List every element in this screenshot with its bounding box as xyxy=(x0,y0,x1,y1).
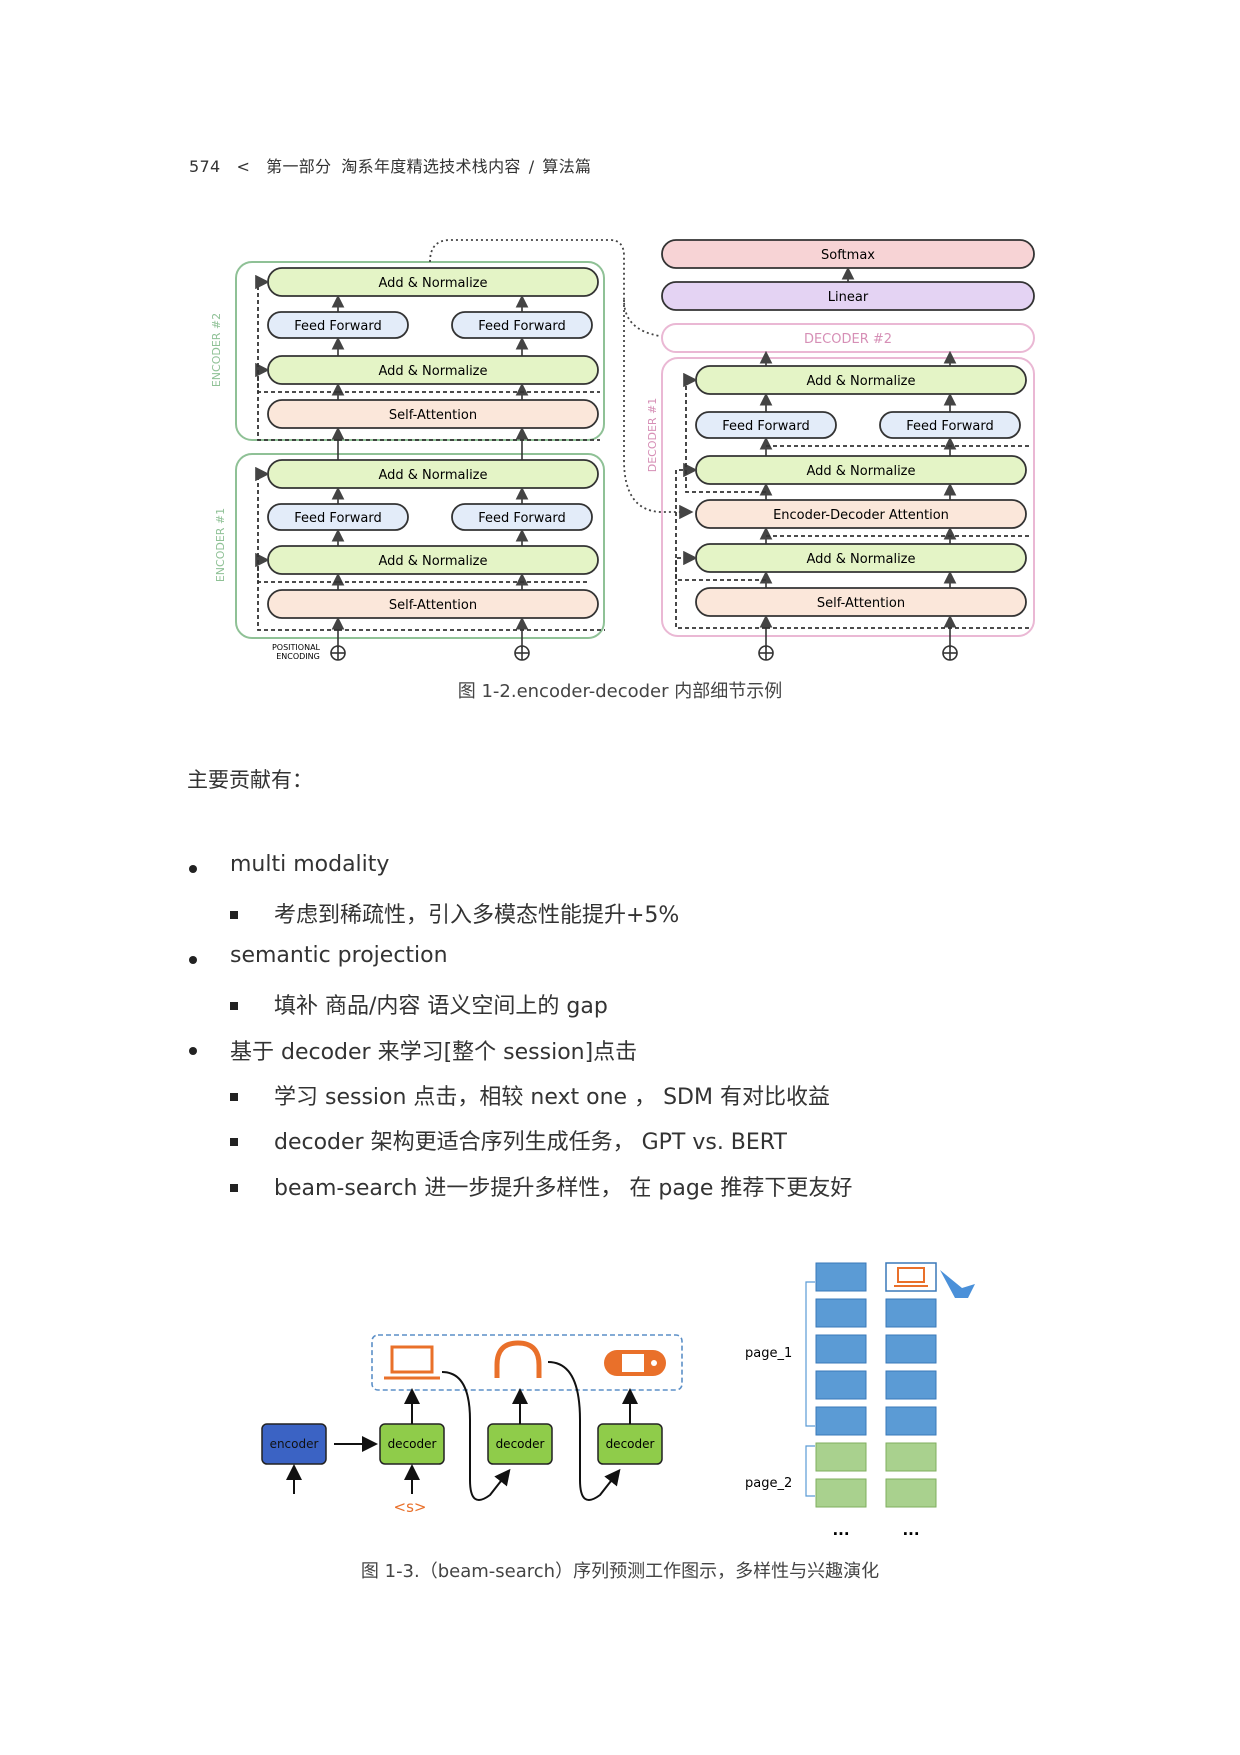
page2-label: page_2 xyxy=(745,1476,792,1491)
page-header: 574 < 第一部分淘系年度精选技术栈内容 / 算法篇 xyxy=(189,153,607,177)
enc1-add-norm-top-label: Add & Normalize xyxy=(378,468,487,483)
enc2-self-attention-label: Self-Attention xyxy=(389,408,477,423)
page1-bracket xyxy=(805,1281,815,1427)
page-number: 574 xyxy=(189,157,221,176)
decoder2-box xyxy=(661,323,1035,353)
decoder-block-3-label: decoder xyxy=(606,1437,655,1451)
page2-bracket xyxy=(805,1445,815,1497)
decoder-block-2-label: decoder xyxy=(496,1437,545,1451)
decoder-block-1-label: decoder xyxy=(388,1437,437,1451)
beam-search-diagram: encoder decoder decoder decoder <s> page… xyxy=(261,1262,975,1539)
hand-cursor-icon xyxy=(940,1270,975,1298)
figure2-caption: 图 1-3.（beam-search）序列预测工作图示，多样性与兴趣演化 xyxy=(360,1561,880,1582)
ellipsis-1: ... xyxy=(832,1521,849,1539)
bullet-dot-1 xyxy=(189,865,197,873)
dec-self-attention-label: Self-Attention xyxy=(817,596,905,611)
ellipsis-2: ... xyxy=(902,1521,919,1539)
header-slash: / xyxy=(528,157,535,176)
intro-text: 主要贡献有： xyxy=(187,768,313,792)
encoder-block-label: encoder xyxy=(270,1437,319,1451)
linear-label: Linear xyxy=(828,290,869,305)
encoder1-frame xyxy=(235,453,605,639)
encoder1-label: ENCODER #1 xyxy=(214,508,227,582)
enc1-self-attention xyxy=(267,589,599,619)
bullet-3: 基于 decoder 来学习[整个 session]点击 xyxy=(230,1040,638,1065)
sub-bullet-square-1 xyxy=(230,911,238,919)
enc2-add-norm-top-label: Add & Normalize xyxy=(378,276,487,291)
header-chapter: 算法篇 xyxy=(542,157,592,176)
positional-encoding-label-1: POSITIONAL xyxy=(272,643,321,652)
dec-ff-left-label: Feed Forward xyxy=(722,419,809,434)
bullet-dot-3 xyxy=(189,1047,197,1055)
dec-add-norm-1-label: Add & Normalize xyxy=(806,374,915,389)
encoder2-label: ENCODER #2 xyxy=(210,313,223,387)
game-console-icon xyxy=(604,1350,666,1376)
enc1-self-attention-label: Self-Attention xyxy=(389,598,477,613)
header-part: 第一部分 xyxy=(266,157,332,176)
bullet-1: multi modality xyxy=(230,852,390,877)
laptop-icon xyxy=(384,1345,440,1380)
dec-ff-right-label: Feed Forward xyxy=(906,419,993,434)
enc-dec-attention-box xyxy=(695,499,1027,529)
sub-bullet-square-2 xyxy=(230,1002,238,1010)
header-section: 淘系年度精选技术栈内容 xyxy=(341,157,521,176)
enc1-ff-right-label: Feed Forward xyxy=(478,511,565,526)
headphones-icon xyxy=(494,1340,542,1378)
positional-encoding-label-2: ENCODING xyxy=(276,652,320,661)
decoder1-frame xyxy=(661,357,1035,637)
enc-dec-attention-label: Encoder-Decoder Attention xyxy=(773,508,949,523)
decoder2-label: DECODER #2 xyxy=(804,332,892,347)
sub-bullet-2-1: 填补 商品/内容 语义空间上的 gap xyxy=(274,994,608,1019)
figure1-caption: 图 1-2.encoder-decoder 内部细节示例 xyxy=(457,681,783,702)
dec-add-norm-3-label: Add & Normalize xyxy=(806,552,915,567)
encoder-decoder-diagram: ENCODER #2 ENCODER #1 Add & Normalize Fe… xyxy=(210,239,1035,661)
enc2-add-norm-bottom-label: Add & Normalize xyxy=(378,364,487,379)
small-laptop-icon xyxy=(894,1267,928,1287)
start-token: <s> xyxy=(394,1498,427,1516)
dec-add-norm-2-label: Add & Normalize xyxy=(806,464,915,479)
page1-label: page_1 xyxy=(745,1346,792,1361)
dec-self-attention-box xyxy=(695,587,1027,617)
decoder1-label: DECODER #1 xyxy=(646,398,659,473)
bullet-dot-2 xyxy=(189,956,197,964)
sub-bullet-square-5 xyxy=(230,1184,238,1192)
softmax-label: Softmax xyxy=(821,248,875,263)
sub-bullet-3-2: decoder 架构更适合序列生成任务， GPT vs. BERT xyxy=(274,1130,787,1155)
enc2-ff-right-label: Feed Forward xyxy=(478,319,565,334)
bullet-2: semantic projection xyxy=(230,943,448,968)
enc1-ff-left-label: Feed Forward xyxy=(294,511,381,526)
sub-bullet-square-3 xyxy=(230,1093,238,1101)
sub-bullet-3-1: 学习 session 点击，相较 next one ， SDM 有对比收益 xyxy=(274,1085,830,1110)
enc1-add-norm-bottom-label: Add & Normalize xyxy=(378,554,487,569)
header-separator: < xyxy=(236,157,251,176)
enc2-self-attention xyxy=(267,399,599,429)
encoder2-frame xyxy=(235,261,605,441)
sub-bullet-3-3: beam-search 进一步提升多样性， 在 page 推荐下更友好 xyxy=(274,1176,853,1201)
enc2-ff-left-label: Feed Forward xyxy=(294,319,381,334)
sub-bullet-square-4 xyxy=(230,1138,238,1146)
sub-bullet-1-1: 考虑到稀疏性，引入多模态性能提升+5% xyxy=(274,903,680,928)
